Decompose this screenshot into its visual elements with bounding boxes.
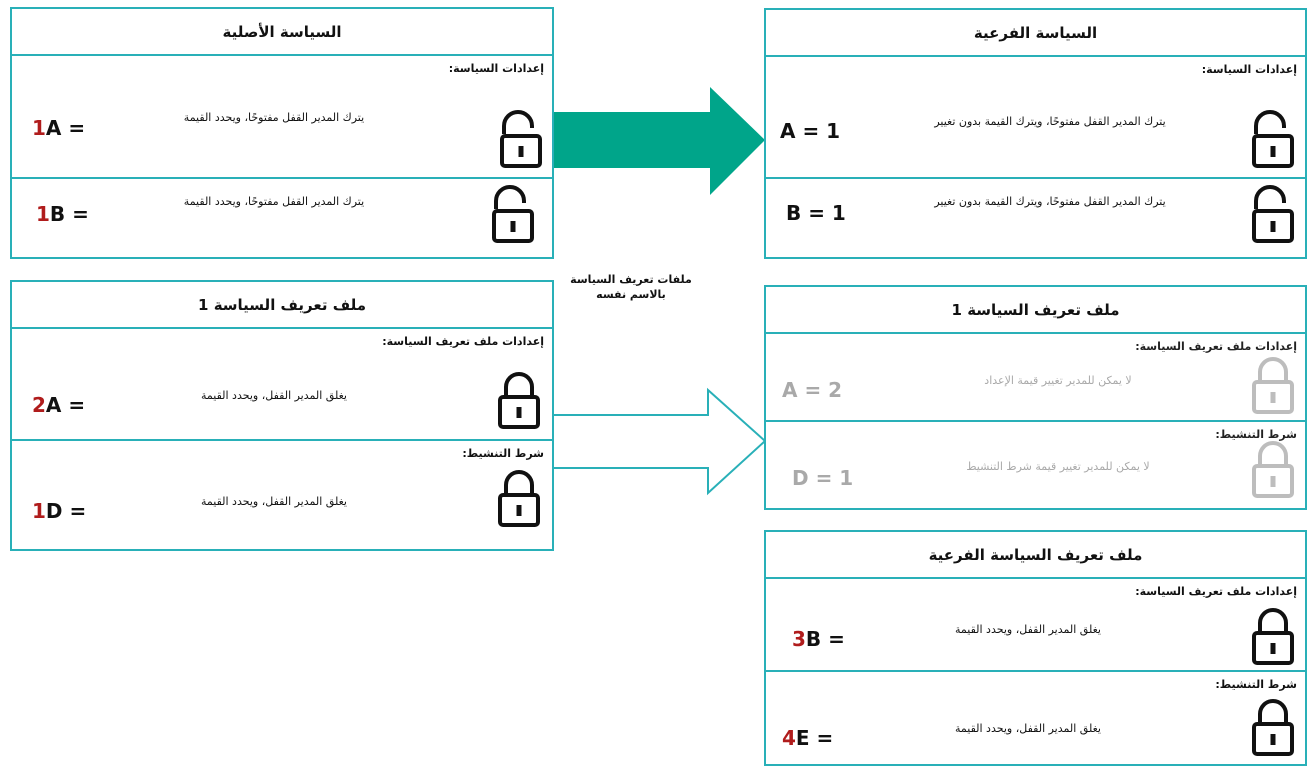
setting-description: يترك المدير القفل مفتوحًا، ويترك القيمة …	[934, 115, 1166, 128]
child-own-profile-box: ملف تعريف السياسة الفرعية إعدادات ملف تع…	[764, 530, 1307, 766]
profile-settings-heading: إعدادات ملف تعريف السياسة:	[1135, 585, 1297, 598]
setting-value: 4E =	[782, 726, 834, 750]
inheritance-arrow-outline	[552, 387, 767, 496]
locked-padlock-icon	[498, 372, 540, 429]
setting-value: 2A =	[32, 393, 86, 417]
child-own-profile-row-e: شرط التنشيط: 4E = يغلق المدير القفل، ويح…	[766, 670, 1305, 762]
setting-description: يترك المدير القفل مفتوحًا، ويترك القيمة …	[934, 195, 1166, 208]
locked-padlock-icon	[1252, 441, 1294, 498]
same-name-profiles-caption: ملفات تعريف السياسة بالاسم نفسه	[570, 273, 692, 301]
setting-value: D = 1	[792, 466, 854, 490]
activation-condition-heading: شرط التنشيط:	[462, 447, 544, 460]
activation-condition-heading: شرط التنشيط:	[1215, 428, 1297, 441]
parent-profile-row-a: إعدادات ملف تعريف السياسة: 2A = يغلق الم…	[12, 329, 552, 439]
setting-value: B = 1	[786, 201, 846, 225]
child-policy-row-a: إعدادات السياسة: A = 1 يترك المدير القفل…	[766, 57, 1305, 177]
setting-value: 1D =	[32, 499, 87, 523]
parent-profile-row-d: شرط التنشيط: 1D = يغلق المدير القفل، ويح…	[12, 439, 552, 549]
child-inherited-profile-title: ملف تعريف السياسة 1	[766, 287, 1305, 334]
unlocked-padlock-icon	[1252, 110, 1294, 168]
setting-description: يغلق المدير القفل، ويحدد القيمة	[201, 495, 347, 508]
profile-settings-heading: إعدادات ملف تعريف السياسة:	[382, 335, 544, 348]
setting-value: A = 2	[782, 378, 843, 402]
child-policy-settings-heading: إعدادات السياسة:	[1201, 63, 1297, 76]
activation-condition-heading: شرط التنشيط:	[1215, 678, 1297, 691]
profile-settings-heading: إعدادات ملف تعريف السياسة:	[1135, 340, 1297, 353]
setting-description: يغلق المدير القفل، ويحدد القيمة	[955, 722, 1101, 735]
locked-padlock-icon	[1252, 699, 1294, 756]
child-own-profile-row-b: إعدادات ملف تعريف السياسة: 3B = يغلق الم…	[766, 579, 1305, 670]
unlocked-padlock-icon	[1252, 185, 1294, 243]
inheritance-arrow-solid	[553, 87, 765, 195]
setting-description: يترك المدير القفل مفتوحًا، ويحدد القيمة	[183, 111, 365, 124]
setting-description: لا يمكن للمدير تغيير قيمة شرط التنشيط	[966, 460, 1150, 473]
parent-policy-title: السياسة الأصلية	[12, 9, 552, 56]
parent-profile-title: ملف تعريف السياسة 1	[12, 282, 552, 329]
setting-description: يغلق المدير القفل، ويحدد القيمة	[201, 389, 347, 402]
parent-policy-box: السياسة الأصلية إعدادات السياسة: 1A = يت…	[10, 7, 554, 259]
setting-value: 1A =	[32, 116, 86, 140]
child-inherited-profile-row-d: شرط التنشيط: D = 1 لا يمكن للمدير تغيير …	[766, 420, 1305, 508]
parent-policy-settings-heading: إعدادات السياسة:	[448, 62, 544, 75]
locked-padlock-icon	[1252, 608, 1294, 665]
setting-description: يترك المدير القفل مفتوحًا، ويحدد القيمة	[183, 195, 365, 208]
child-inherited-profile-box: ملف تعريف السياسة 1 إعدادات ملف تعريف ال…	[764, 285, 1307, 510]
child-own-profile-title: ملف تعريف السياسة الفرعية	[766, 532, 1305, 579]
locked-padlock-icon	[1252, 357, 1294, 414]
child-policy-row-b: B = 1 يترك المدير القفل مفتوحًا، ويترك ا…	[766, 177, 1305, 257]
child-policy-box: السياسة الفرعية إعدادات السياسة: A = 1 ي…	[764, 8, 1307, 259]
setting-description: لا يمكن للمدير تغيير قيمة الإعداد	[984, 374, 1132, 387]
parent-policy-row-a: إعدادات السياسة: 1A = يترك المدير القفل …	[12, 56, 552, 177]
setting-description: يغلق المدير القفل، ويحدد القيمة	[955, 623, 1101, 636]
child-policy-title: السياسة الفرعية	[766, 10, 1305, 57]
setting-value: 1B =	[36, 202, 89, 226]
parent-profile-box: ملف تعريف السياسة 1 إعدادات ملف تعريف ال…	[10, 280, 554, 551]
unlocked-padlock-icon	[500, 110, 542, 168]
locked-padlock-icon	[498, 470, 540, 527]
parent-policy-row-b: 1B = يترك المدير القفل مفتوحًا، ويحدد ال…	[12, 177, 552, 257]
setting-value: A = 1	[780, 119, 841, 143]
unlocked-padlock-icon	[492, 185, 534, 243]
child-inherited-profile-row-a: إعدادات ملف تعريف السياسة: A = 2 لا يمكن…	[766, 334, 1305, 420]
setting-value: 3B =	[792, 627, 845, 651]
